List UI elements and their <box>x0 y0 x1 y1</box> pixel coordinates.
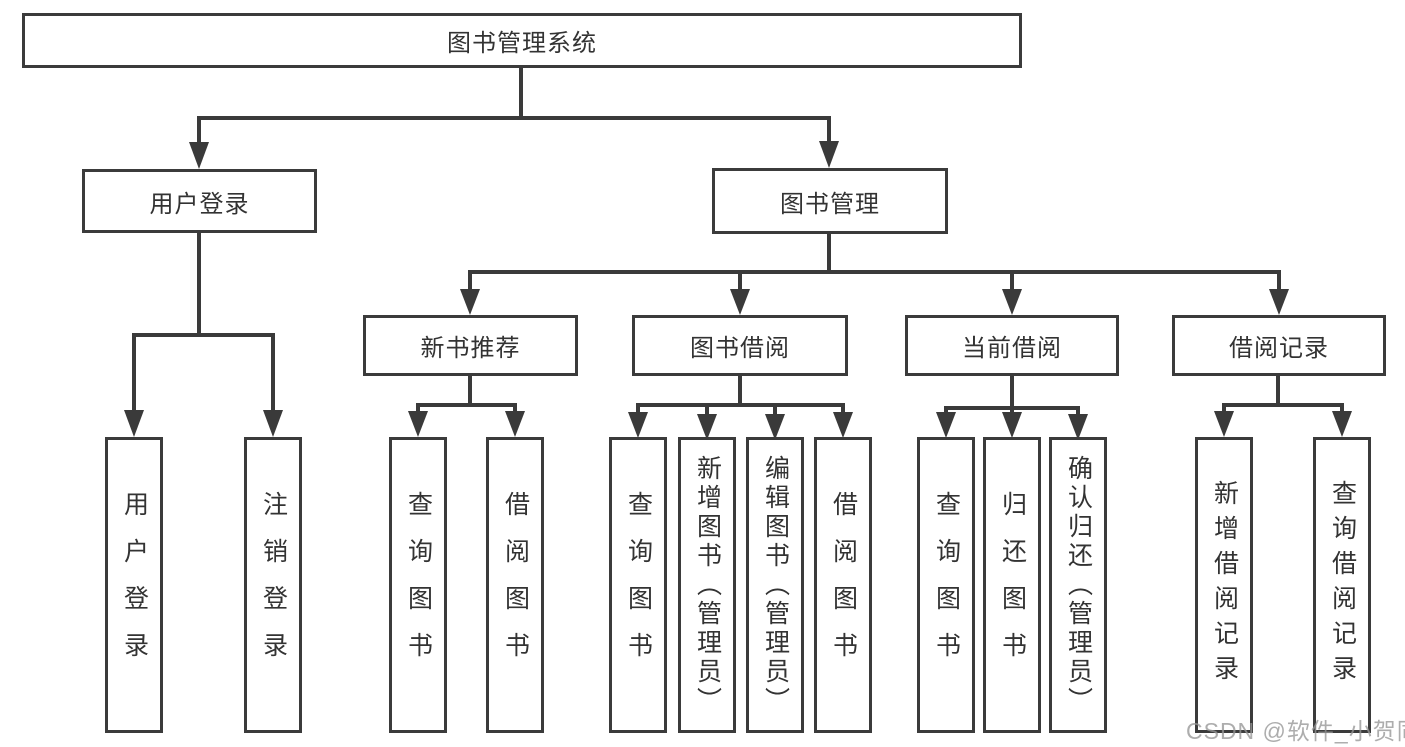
leaf-label: 借阅图书 <box>501 491 530 679</box>
leaf-label: 查询借阅记录 <box>1328 480 1357 690</box>
leaf-label: 查询图书 <box>624 491 653 679</box>
node-label: 新书推荐 <box>420 335 521 362</box>
leaf-label: 查询图书 <box>404 491 433 679</box>
node-book-borrowing: 图书借阅 <box>632 315 848 376</box>
leaf-query-books-recommend: 查询图书 <box>389 437 447 733</box>
node-new-book-recommend: 新书推荐 <box>363 315 578 376</box>
node-library-management-system: 图书管理系统 <box>22 13 1022 68</box>
leaf-label: 注销登录 <box>259 491 288 679</box>
node-borrowing-records: 借阅记录 <box>1172 315 1386 376</box>
leaf-add-books-admin: 新增图书（管理员） <box>678 437 736 733</box>
node-label: 图书管理系统 <box>447 30 597 57</box>
node-label: 图书管理 <box>780 190 880 218</box>
node-label: 当前借阅 <box>962 335 1062 362</box>
leaf-edit-books-admin: 编辑图书（管理员） <box>746 437 804 733</box>
leaf-label: 用户登录 <box>120 491 149 679</box>
node-label: 图书借阅 <box>690 335 790 362</box>
leaf-label: 借阅图书 <box>829 491 858 679</box>
leaf-label: 确认归还（管理员） <box>1064 454 1093 716</box>
leaf-query-borrow-record: 查询借阅记录 <box>1313 437 1371 733</box>
node-label: 借阅记录 <box>1229 335 1329 362</box>
arrowheads <box>124 141 1352 440</box>
leaf-query-books-current: 查询图书 <box>917 437 975 733</box>
leaf-label: 新增借阅记录 <box>1210 480 1239 690</box>
leaf-logout: 注销登录 <box>244 437 302 733</box>
leaf-label: 归还图书 <box>998 491 1027 679</box>
node-book-management: 图书管理 <box>712 168 948 234</box>
leaf-add-borrow-record: 新增借阅记录 <box>1195 437 1253 733</box>
leaf-return-books: 归还图书 <box>983 437 1041 733</box>
node-current-borrowing: 当前借阅 <box>905 315 1119 376</box>
node-label: 用户登录 <box>149 190 250 218</box>
csdn-watermark: CSDN @软件_小贺同学 <box>1186 718 1405 744</box>
node-user-login: 用户登录 <box>82 169 317 233</box>
leaf-user-login: 用户登录 <box>105 437 163 733</box>
leaf-borrow-books-recommend: 借阅图书 <box>486 437 544 733</box>
leaf-label: 新增图书（管理员） <box>693 454 722 716</box>
leaf-confirm-return-admin: 确认归还（管理员） <box>1049 437 1107 733</box>
leaf-borrow-books: 借阅图书 <box>814 437 872 733</box>
leaf-label: 编辑图书（管理员） <box>761 454 790 716</box>
leaf-label: 查询图书 <box>932 491 961 679</box>
leaf-query-books-borrowing: 查询图书 <box>609 437 667 733</box>
